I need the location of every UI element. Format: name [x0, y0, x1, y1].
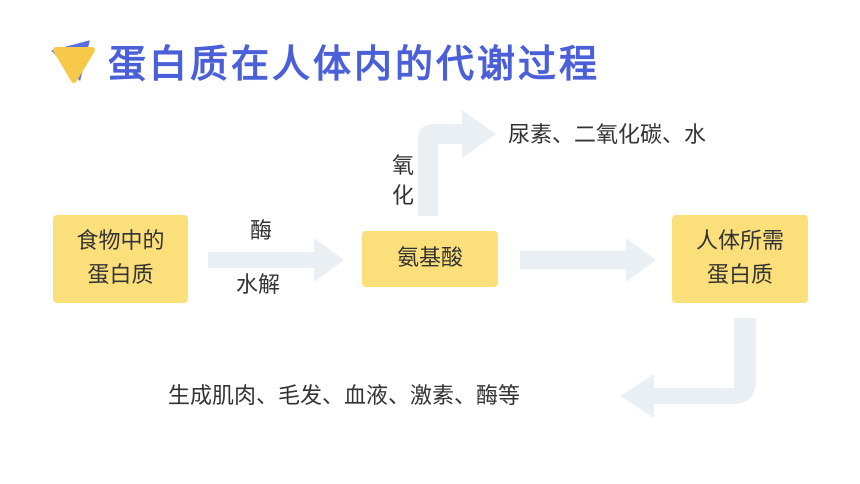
logo-icon	[51, 40, 95, 83]
arrow-synthesis	[520, 238, 656, 282]
arrow-uses	[620, 318, 756, 418]
label-oxidation-2: 化	[391, 184, 414, 209]
label-enzyme: 酶	[250, 219, 273, 244]
label-protein-uses: 生成肌肉、毛发、血液、激素、酶等	[168, 384, 521, 409]
node-food-protein: 食物中的 蛋白质	[53, 215, 188, 303]
node-amino-acid: 氨基酸	[362, 231, 498, 287]
arrow-hydrolysis	[208, 238, 344, 282]
arrow-oxidation	[418, 110, 496, 216]
label-oxidation-1: 氧	[391, 154, 414, 179]
node-body-protein-line1: 人体所需	[695, 229, 784, 254]
label-hydrolysis: 水解	[236, 273, 281, 298]
node-amino-acid-label: 氨基酸	[396, 246, 463, 271]
node-food-protein-line2: 蛋白质	[87, 263, 154, 288]
label-oxidation-products: 尿素、二氧化碳、水	[508, 123, 707, 148]
node-body-protein-line2: 蛋白质	[706, 263, 773, 288]
page-title: 蛋白质在人体内的代谢过程	[108, 42, 601, 86]
node-body-protein: 人体所需 蛋白质	[672, 215, 808, 303]
node-food-protein-line1: 食物中的	[76, 229, 165, 254]
